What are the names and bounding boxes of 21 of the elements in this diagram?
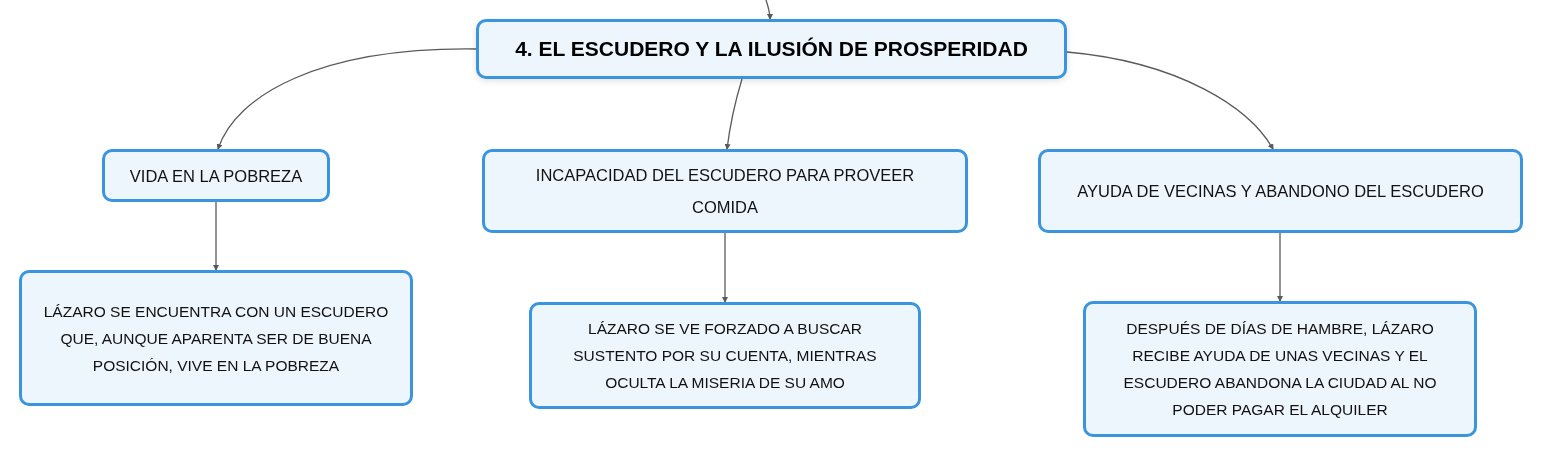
connector-arrow [1066,51,1274,150]
topic-box [1083,301,1477,437]
connector-arrow [213,201,219,271]
topic-box [482,149,968,233]
topic-text: 4. EL ESCUDERO Y LA ILUSIÓN DE PROSPERIDAD [515,36,1028,62]
topic-box [1038,149,1523,233]
connector-arrow [765,0,773,20]
connector-arrow [217,48,477,150]
topic-text: DESPUÉS DE DÍAS DE HAMBRE, LÁZARO RECIBE AYUDA DE UNAS VECINAS Y EL ESCUDERO ABANDONA LA CIUDAD AL NO PODER PAGAR EL ALQUILER [1122,319,1438,420]
topic-text: VIDA EN LA POBREZA [129,165,303,187]
topic-box [102,149,330,202]
central-topic-box [476,19,1067,79]
topic-box [529,302,921,409]
topic-text: AYUDA DE VECINAS Y ABANDONO DEL ESCUDERO [1077,181,1484,202]
topic-text: INCAPACIDAD DEL ESCUDERO PARA PROVEER COMIDA [534,165,916,218]
connector-arrow [1277,232,1283,302]
topic-text: LÁZARO SE VE FORZADO A BUSCAR SUSTENTO POR SU CUENTA, MIENTRAS OCULTA LA MISERIA DE SU AMO [572,319,878,393]
connector-arrow [724,78,743,150]
connector-arrow [722,232,728,303]
topic-box [19,270,413,406]
topic-text: LÁZARO SE ENCUENTRA CON UN ESCUDERO QUE, AUNQUE APARENTA SER DE BUENA POSICIÓN, VIVE EN LA POBREZA [42,301,390,376]
